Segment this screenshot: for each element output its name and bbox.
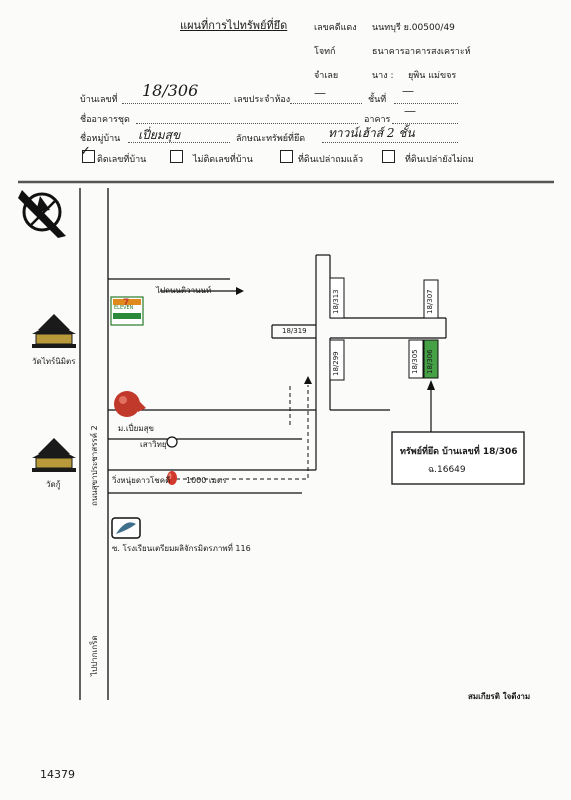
arrow-right-icon: [160, 287, 244, 295]
check-mark-icon: ✓: [80, 144, 91, 159]
village-sign-icon: [114, 391, 146, 417]
document-number: 14379: [40, 768, 75, 781]
plot-label-18-313: 18/313: [332, 289, 340, 314]
checkbox-no-house-number[interactable]: [170, 150, 183, 163]
plaintiff-label: โจทก์: [314, 47, 336, 57]
radio-pole-icon: [166, 436, 178, 448]
case-value: นนทบุรี ย.00500/49: [372, 23, 455, 33]
checkbox-label-unfilled-land: ที่ดินเปล่ายังไม่ถม: [405, 155, 474, 165]
seven-eleven-logo-icon: [110, 296, 144, 326]
checkbox-label-house-number: ติดเลขที่บ้าน: [97, 155, 147, 165]
target-arrow-icon: [427, 380, 435, 432]
checkbox-filled-land[interactable]: [280, 150, 293, 163]
property-type-label: ลักษณะทรัพย์ที่ยึด: [236, 134, 306, 144]
case-label: เลขคดีแดง: [314, 23, 357, 33]
temple-icon-top: [32, 314, 76, 348]
label-main-road: ถนนสุขาประชาสรรค์ 2: [90, 425, 99, 506]
floor-label: ชั้นที่: [368, 95, 387, 105]
plaintiff-value: ธนาคารอาคารสงเคราะห์: [372, 47, 471, 57]
plot-label-18-305: 18/305: [411, 349, 419, 374]
building-label: อาคาร: [364, 115, 391, 125]
plot-boxes: [329, 277, 439, 381]
school-sign-icon: [111, 517, 141, 539]
temple-icon-bottom: [32, 438, 76, 472]
map-title: แผนที่การไปทรัพย์ที่ยึด: [180, 19, 288, 32]
plot-label-18-306: 18/306: [426, 349, 434, 374]
room-value: —: [314, 86, 326, 100]
village-label: ชื่อหมู่บ้าน: [80, 134, 121, 144]
route-arrow-icon: [304, 376, 312, 384]
checkbox-unfilled-land[interactable]: [382, 150, 395, 163]
seven-eleven-text: ELEVEN: [114, 305, 134, 311]
label-to-tiwanon: ไปถนนติวานนท์: [156, 286, 212, 295]
label-school-soi: ซ. โรงเรียนเตรียมผลิจักรมิตรภาพที่ 116: [112, 544, 251, 553]
checkbox-label-no-house-number: ไม่ติดเลขที่บ้าน: [193, 155, 253, 165]
room-label: เลขประจำห้อง: [234, 95, 291, 105]
plot-label-18-307: 18/307: [426, 289, 434, 314]
label-radio-pole: เสาวิทยุ: [140, 440, 167, 449]
defendant-title: นาง :: [372, 71, 394, 81]
property-box-line1: ทรัพย์ที่ยึด บ้านเลขที่ 18/306: [400, 447, 518, 457]
lower-soi-road: [108, 469, 316, 494]
property-box-line2: ฉ.16649: [428, 465, 466, 475]
village-value: เปี่ยมสุข: [138, 128, 181, 142]
plot-label-18-299: 18/299: [332, 351, 340, 376]
seven-eleven-digit: 7: [123, 298, 130, 308]
building-value: —: [404, 104, 416, 118]
lucky-stone-marker-icon: [167, 471, 177, 485]
condo-label: ชื่ออาคารชุด: [80, 115, 130, 125]
checkbox-house-number[interactable]: [82, 150, 95, 163]
label-temple-top: วัดไทร์นิมิตร: [32, 357, 76, 366]
floor-value: —: [402, 84, 414, 98]
label-village-sign: ม.เปี่ยมสุข: [118, 424, 154, 433]
property-box: [391, 431, 525, 485]
label-to-pak-kret: ไปปากเกร็ด: [90, 635, 99, 676]
signature-name: สมเกียรติ ใจดีงาม: [468, 692, 531, 701]
label-temple-bottom: วัดกู้: [46, 480, 61, 489]
house-no-label: บ้านเลขที่: [80, 95, 118, 105]
defendant-label: จำเลย: [314, 71, 339, 81]
label-distance: 1000 เมตร: [186, 476, 227, 485]
label-lucky-stone: วิ่งหนุ่ยดาวโชคดี: [112, 476, 171, 485]
main-road: [79, 188, 109, 700]
compass-icon: [18, 190, 66, 238]
defendant-value: ยุพิน แม่ขจร: [408, 71, 457, 81]
house-no-value: 18/306: [142, 81, 199, 100]
checkbox-label-filled-land: ที่ดินเปล่าถมแล้ว: [298, 155, 364, 165]
property-type-value: ทาวน์เฮ้าส์ 2 ชั้น: [328, 126, 415, 140]
route-dashed-line: [176, 385, 309, 480]
plot-label-18-319: 18/319: [282, 327, 307, 335]
